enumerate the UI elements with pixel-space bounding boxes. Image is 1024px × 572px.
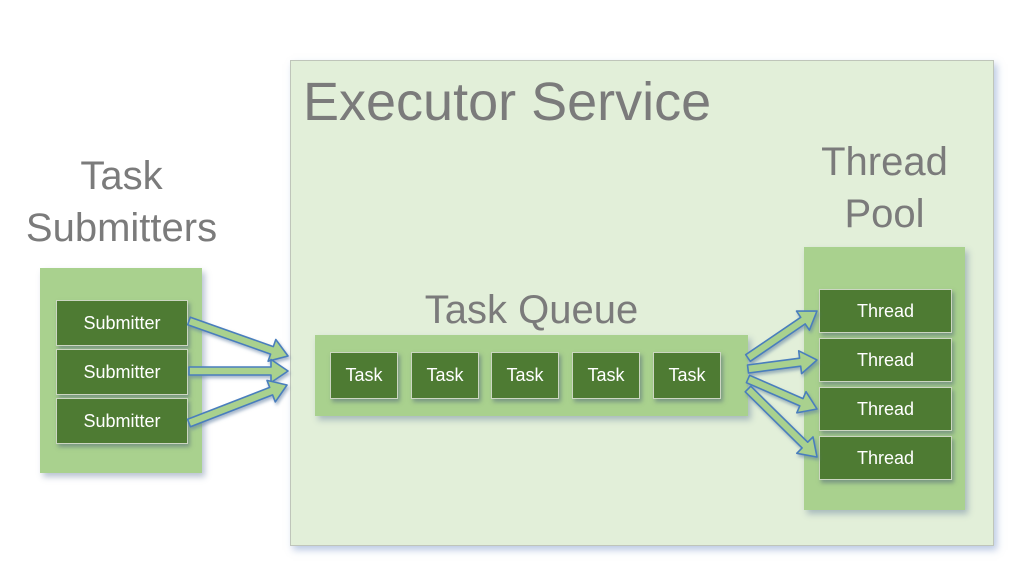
task-box: Task: [653, 352, 721, 399]
task-label: Task: [587, 365, 625, 385]
task-box: Task: [411, 352, 479, 399]
thread-label: Thread: [856, 300, 915, 321]
thread-pool-title-line2: Pool: [844, 192, 925, 236]
thread-box: Thread: [819, 289, 952, 333]
submitter-box: Submitter: [56, 349, 188, 395]
task-box: Task: [330, 352, 398, 399]
submitter-label: Submitter: [83, 312, 161, 333]
task-queue-title: Task Queue: [424, 288, 639, 332]
task-label: Task: [506, 365, 544, 385]
thread-label: Thread: [856, 398, 915, 419]
thread-pool-container: Thread Thread Thread Thread: [804, 247, 965, 510]
submit-arrow-2: [188, 358, 289, 384]
submit-arrow-1: [186, 316, 289, 363]
task-box: Task: [572, 352, 640, 399]
task-queue-container: Task Task Task Task Task: [315, 335, 748, 416]
task-label: Task: [426, 365, 464, 385]
task-label: Task: [668, 365, 706, 385]
submit-arrow-3: [186, 379, 288, 428]
executor-service-title: Executor Service: [303, 72, 712, 132]
task-submitters-title: Task Submitters: [18, 150, 225, 254]
submitter-label: Submitter: [83, 361, 161, 382]
task-box: Task: [491, 352, 559, 399]
submitter-box: Submitter: [56, 398, 188, 444]
task-submitters-title-line1: Task: [80, 154, 163, 198]
thread-box: Thread: [819, 387, 952, 431]
submitter-label: Submitter: [83, 410, 161, 431]
thread-pool-title: Thread Pool: [804, 136, 965, 240]
thread-box: Thread: [819, 338, 952, 382]
thread-pool-title-line1: Thread: [821, 140, 948, 184]
thread-label: Thread: [856, 447, 915, 468]
task-submitters-title-line2: Submitters: [25, 206, 218, 250]
task-submitters-container: Submitter Submitter Submitter: [40, 268, 202, 473]
thread-label: Thread: [856, 349, 915, 370]
submitter-box: Submitter: [56, 300, 188, 346]
task-label: Task: [345, 365, 383, 385]
thread-box: Thread: [819, 436, 952, 480]
